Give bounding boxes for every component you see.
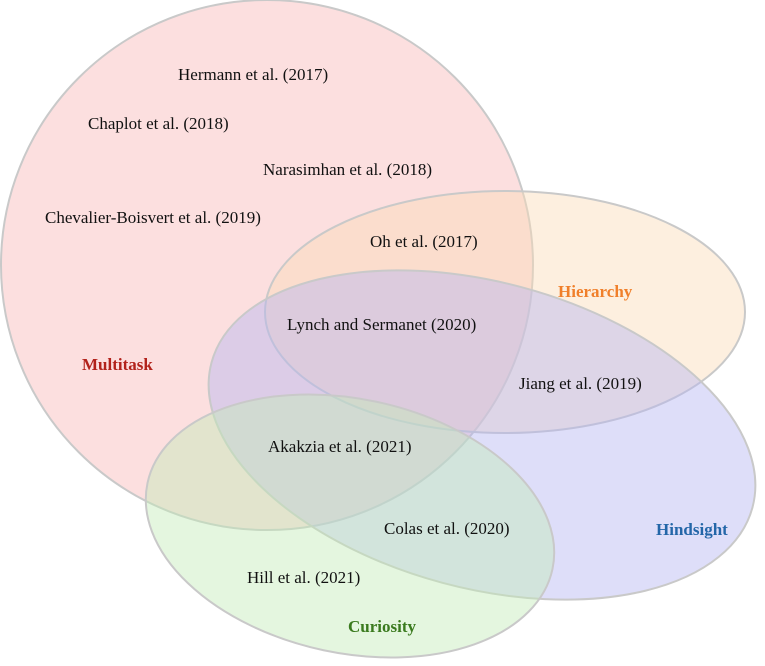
- curiosity-label: Curiosity: [348, 617, 417, 636]
- paper-label-narasimhan: Narasimhan et al. (2018): [263, 160, 432, 179]
- paper-label-hermann: Hermann et al. (2017): [178, 65, 328, 84]
- paper-label-oh: Oh et al. (2017): [370, 232, 478, 251]
- paper-label-lynch: Lynch and Sermanet (2020): [287, 315, 476, 334]
- multitask-label: Multitask: [82, 355, 153, 374]
- paper-label-colas: Colas et al. (2020): [384, 519, 510, 538]
- curiosity-ellipse: [144, 393, 556, 659]
- paper-label-hill: Hill et al. (2021): [247, 568, 360, 587]
- hierarchy-ellipse: [264, 190, 746, 434]
- multitask-ellipse: [0, 0, 534, 531]
- hindsight-label: Hindsight: [656, 520, 728, 539]
- hierarchy-label: Hierarchy: [558, 282, 633, 301]
- hindsight-ellipse: [207, 269, 757, 601]
- paper-label-jiang: Jiang et al. (2019): [519, 374, 642, 393]
- paper-label-chaplot: Chaplot et al. (2018): [88, 114, 229, 133]
- paper-label-akakzia: Akakzia et al. (2021): [268, 437, 412, 456]
- paper-label-chevalier: Chevalier-Boisvert et al. (2019): [45, 208, 261, 227]
